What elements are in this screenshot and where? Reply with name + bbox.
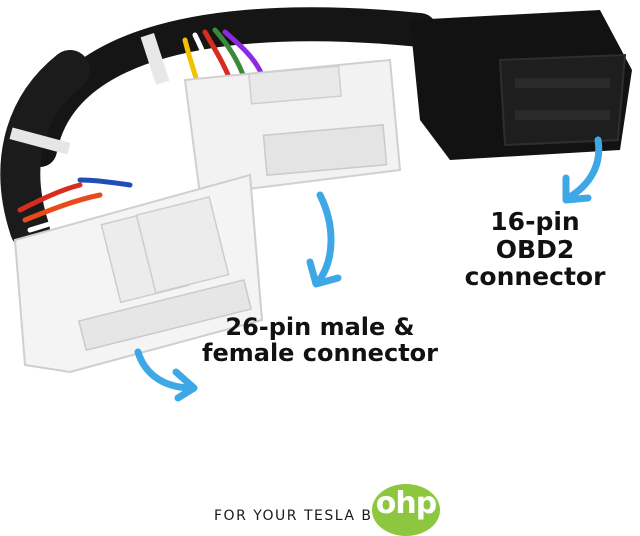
- pin26-label: 26-pin male & female connector: [200, 314, 440, 367]
- zip-tie: [9, 127, 71, 155]
- arrow-lower: [134, 348, 196, 392]
- obd2-label: 16-pin OBD2 connector: [430, 208, 640, 291]
- arrow-obd-head: [562, 174, 592, 204]
- pin26-label-line1: 26-pin male &: [225, 313, 415, 341]
- arrows: [134, 136, 603, 402]
- arrow-lower-head: [172, 368, 198, 402]
- pin26-label-line2: female connector: [202, 339, 438, 368]
- arrow-obd: [564, 136, 603, 202]
- obd2-connector: [410, 10, 632, 160]
- arrow-upper: [314, 191, 335, 286]
- obd2-label-line1: 16-pin: [490, 207, 580, 236]
- zip-tie: [140, 33, 170, 85]
- connector-white-upper: [183, 58, 402, 197]
- obd2-label-line2: OBD2 connector: [464, 234, 606, 291]
- ohp-logo-icon: [372, 484, 440, 536]
- ohp-logo-text: ohp: [375, 486, 437, 521]
- arrow-upper-head: [306, 258, 342, 288]
- connector-white-lower: [13, 173, 264, 374]
- footer-text: FOR YOUR TESLA BY: [214, 508, 382, 524]
